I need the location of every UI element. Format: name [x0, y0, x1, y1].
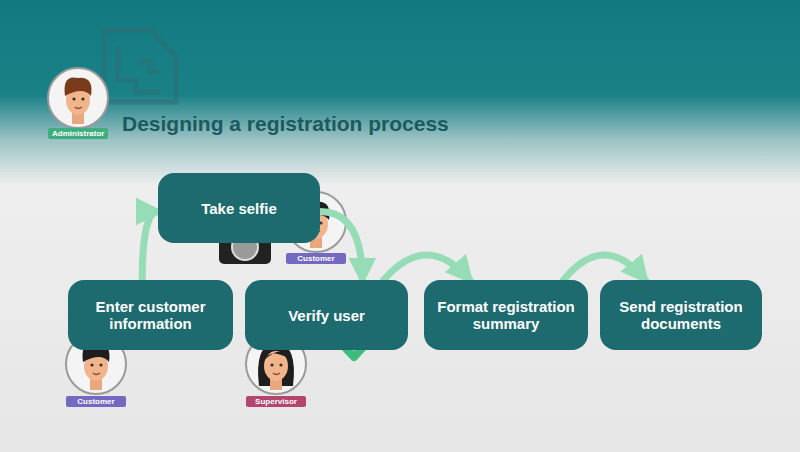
- process-box: Verify user: [245, 280, 408, 350]
- flow-arrow: [142, 212, 158, 281]
- box-label: Enter customer information: [80, 298, 221, 332]
- process-box: Send registration documents: [600, 280, 762, 350]
- role-tag: Customer: [286, 253, 346, 264]
- flow-arrow: [320, 212, 362, 281]
- diagram-title: Designing a registration process: [122, 112, 449, 136]
- flow-arrow: [384, 255, 470, 280]
- box-label: Verify user: [288, 307, 365, 324]
- role-tag: Customer: [66, 396, 126, 407]
- logo-icon: [104, 30, 176, 102]
- box-label: Send registration documents: [612, 298, 750, 332]
- flow-arrow: [563, 255, 645, 280]
- role-tag: Supervisor: [246, 396, 306, 407]
- process-box: Take selfie: [158, 173, 320, 243]
- process-box: Format registration summary: [424, 280, 588, 350]
- box-label: Format registration summary: [436, 298, 576, 332]
- process-box: Enter customer information: [68, 280, 233, 350]
- box-label: Take selfie: [201, 200, 277, 217]
- role-tag: Administrator: [48, 128, 108, 139]
